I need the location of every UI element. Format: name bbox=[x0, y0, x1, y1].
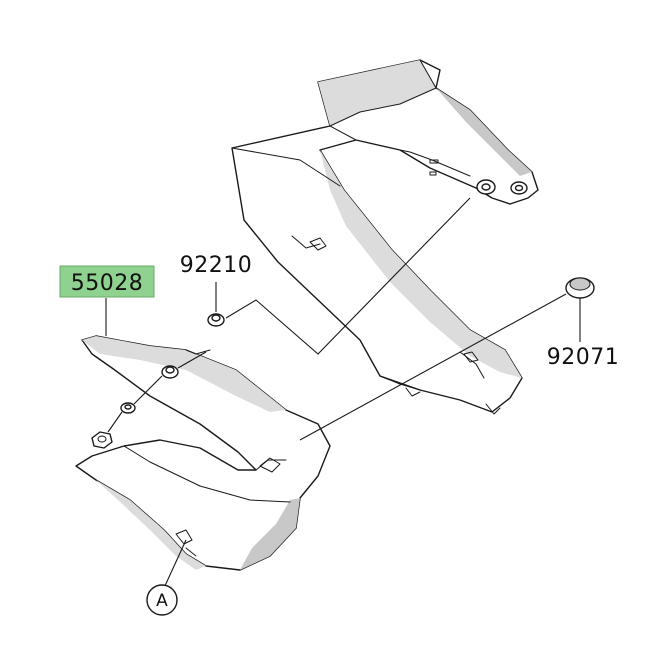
reference-marker-a: A bbox=[146, 584, 178, 616]
callout-55028: 55028 bbox=[59, 265, 155, 298]
lower-side-cover bbox=[75, 335, 331, 571]
leader-lines bbox=[105, 197, 581, 589]
grommet-92210 bbox=[207, 313, 225, 327]
upper-cowl-panel bbox=[231, 59, 539, 415]
grommet-92071 bbox=[565, 277, 595, 299]
bolt-left-lower bbox=[91, 431, 113, 449]
collar-left-upper bbox=[161, 365, 179, 379]
callout-highlight bbox=[59, 265, 155, 298]
reference-marker-label: A bbox=[156, 591, 168, 611]
washer-left-middle bbox=[120, 402, 136, 414]
part-number-label: 55028 bbox=[71, 271, 144, 296]
callout-92210: 92210 bbox=[180, 253, 253, 278]
part-number-label: 92071 bbox=[547, 345, 620, 370]
callout-92071: 92071 bbox=[547, 345, 620, 370]
part-number-label: 92210 bbox=[180, 253, 253, 278]
